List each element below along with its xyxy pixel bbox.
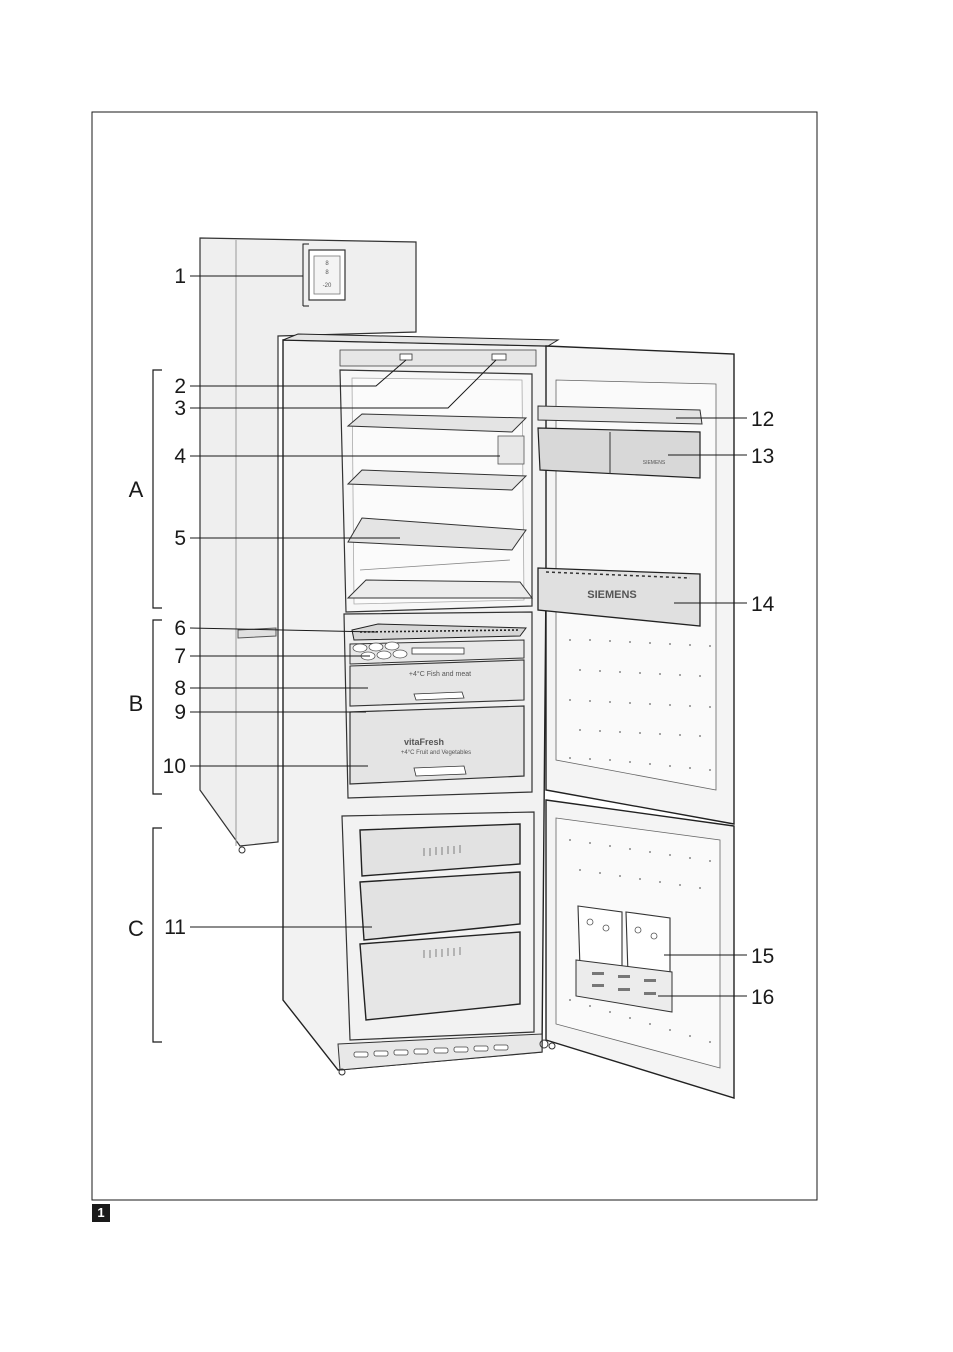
- foot-icon: [239, 847, 245, 853]
- callout-3: 3: [174, 397, 186, 420]
- callout-10: 10: [163, 755, 186, 778]
- figure-number-badge: 1: [92, 1204, 110, 1222]
- callout-14: 14: [751, 593, 775, 616]
- vitafresh-subtitle: +4°C Fruit and Vegetables: [401, 750, 471, 756]
- fish-meat-label: +4°C Fish and meat: [409, 670, 471, 678]
- section-label-a: A: [129, 477, 144, 502]
- callout-9: 9: [174, 701, 186, 724]
- callout-2: 2: [174, 375, 186, 398]
- callout-7: 7: [174, 645, 186, 668]
- bracket-a: [153, 370, 162, 608]
- freezer-door: [540, 800, 734, 1098]
- display-readout-3: -20: [323, 283, 332, 289]
- callout-15: 15: [751, 945, 774, 968]
- door-box-13: [538, 428, 700, 478]
- callout-8: 8: [174, 677, 186, 700]
- bracket-c: [153, 828, 162, 1042]
- control-display: 8 8 -20: [309, 250, 345, 300]
- door-shelf-brand: SIEMENS: [587, 589, 637, 601]
- callout-1: 1: [174, 265, 186, 288]
- fan: [492, 354, 506, 360]
- callout-4: 4: [174, 445, 186, 468]
- callout-11: 11: [164, 916, 186, 939]
- section-label-c: C: [128, 916, 144, 941]
- bracket-b: [153, 620, 162, 794]
- callout-5: 5: [174, 527, 186, 550]
- shelf-bottom: [348, 580, 532, 598]
- callout-12: 12: [751, 408, 774, 431]
- door-box-brand: SIEMENS: [643, 460, 666, 466]
- callout-6: 6: [174, 617, 186, 640]
- interior-light: [400, 354, 412, 360]
- vitafresh-title: vitaFresh: [404, 737, 444, 747]
- callout-16: 16: [751, 986, 774, 1009]
- freezer-drawer-3: [360, 932, 520, 1020]
- section-brackets: [153, 370, 162, 1042]
- appliance-body: +4°C Fish and meat vitaFresh +4°C Fruit …: [283, 334, 558, 1075]
- callout-13: 13: [751, 445, 774, 468]
- section-label-b: B: [129, 691, 144, 716]
